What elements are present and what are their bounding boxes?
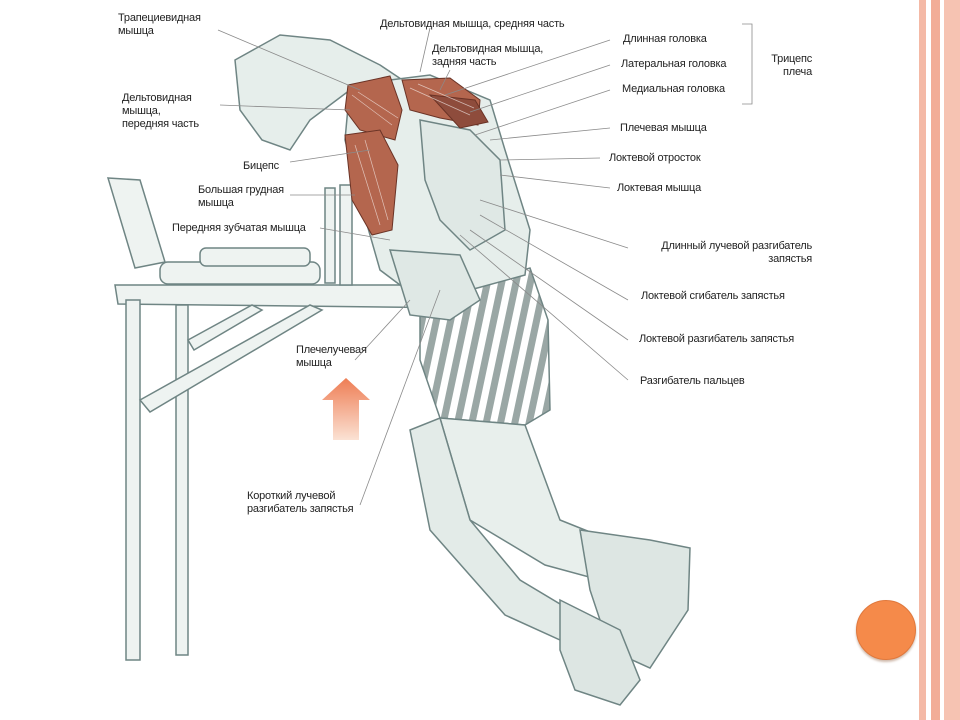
muscle-fibers [351,83,475,226]
dip-station [106,177,471,661]
label-deltoid-middle: Дельтовидная мышца, средняя часть [380,18,565,30]
label-olecranon: Локтевой отросток [609,152,701,164]
label-anconeus: Локтевая мышца [617,182,702,194]
slide-border-gap [926,0,931,720]
slide-border-strip [944,0,960,720]
leader-lines [217,27,629,506]
slide-border-strip [931,0,940,720]
label-triceps-long: Длинная головка [623,33,707,45]
label-deltoid-rear: Дельтовидная мышца,задняя часть [432,43,544,68]
label-triceps-lateral: Латеральная головка [621,58,727,70]
label-extensor-digitorum: Разгибатель пальцев [640,375,745,387]
label-fcu: Локтевой сгибатель запястья [641,290,785,302]
label-serratus: Передняя зубчатая мышца [172,222,306,234]
label-brachialis: Плечевая мышца [620,122,707,134]
label-ecu: Локтевой разгибатель запястья [639,333,794,345]
label-biceps: Бицепс [243,160,279,172]
push-direction-arrow [322,378,370,440]
label-triceps-medial: Медиальная головка [622,83,725,95]
slide-decoration-dot [856,600,916,660]
triceps-bracket [742,23,753,105]
slide-border-strip [919,0,926,720]
slide-border-gap [940,0,944,720]
